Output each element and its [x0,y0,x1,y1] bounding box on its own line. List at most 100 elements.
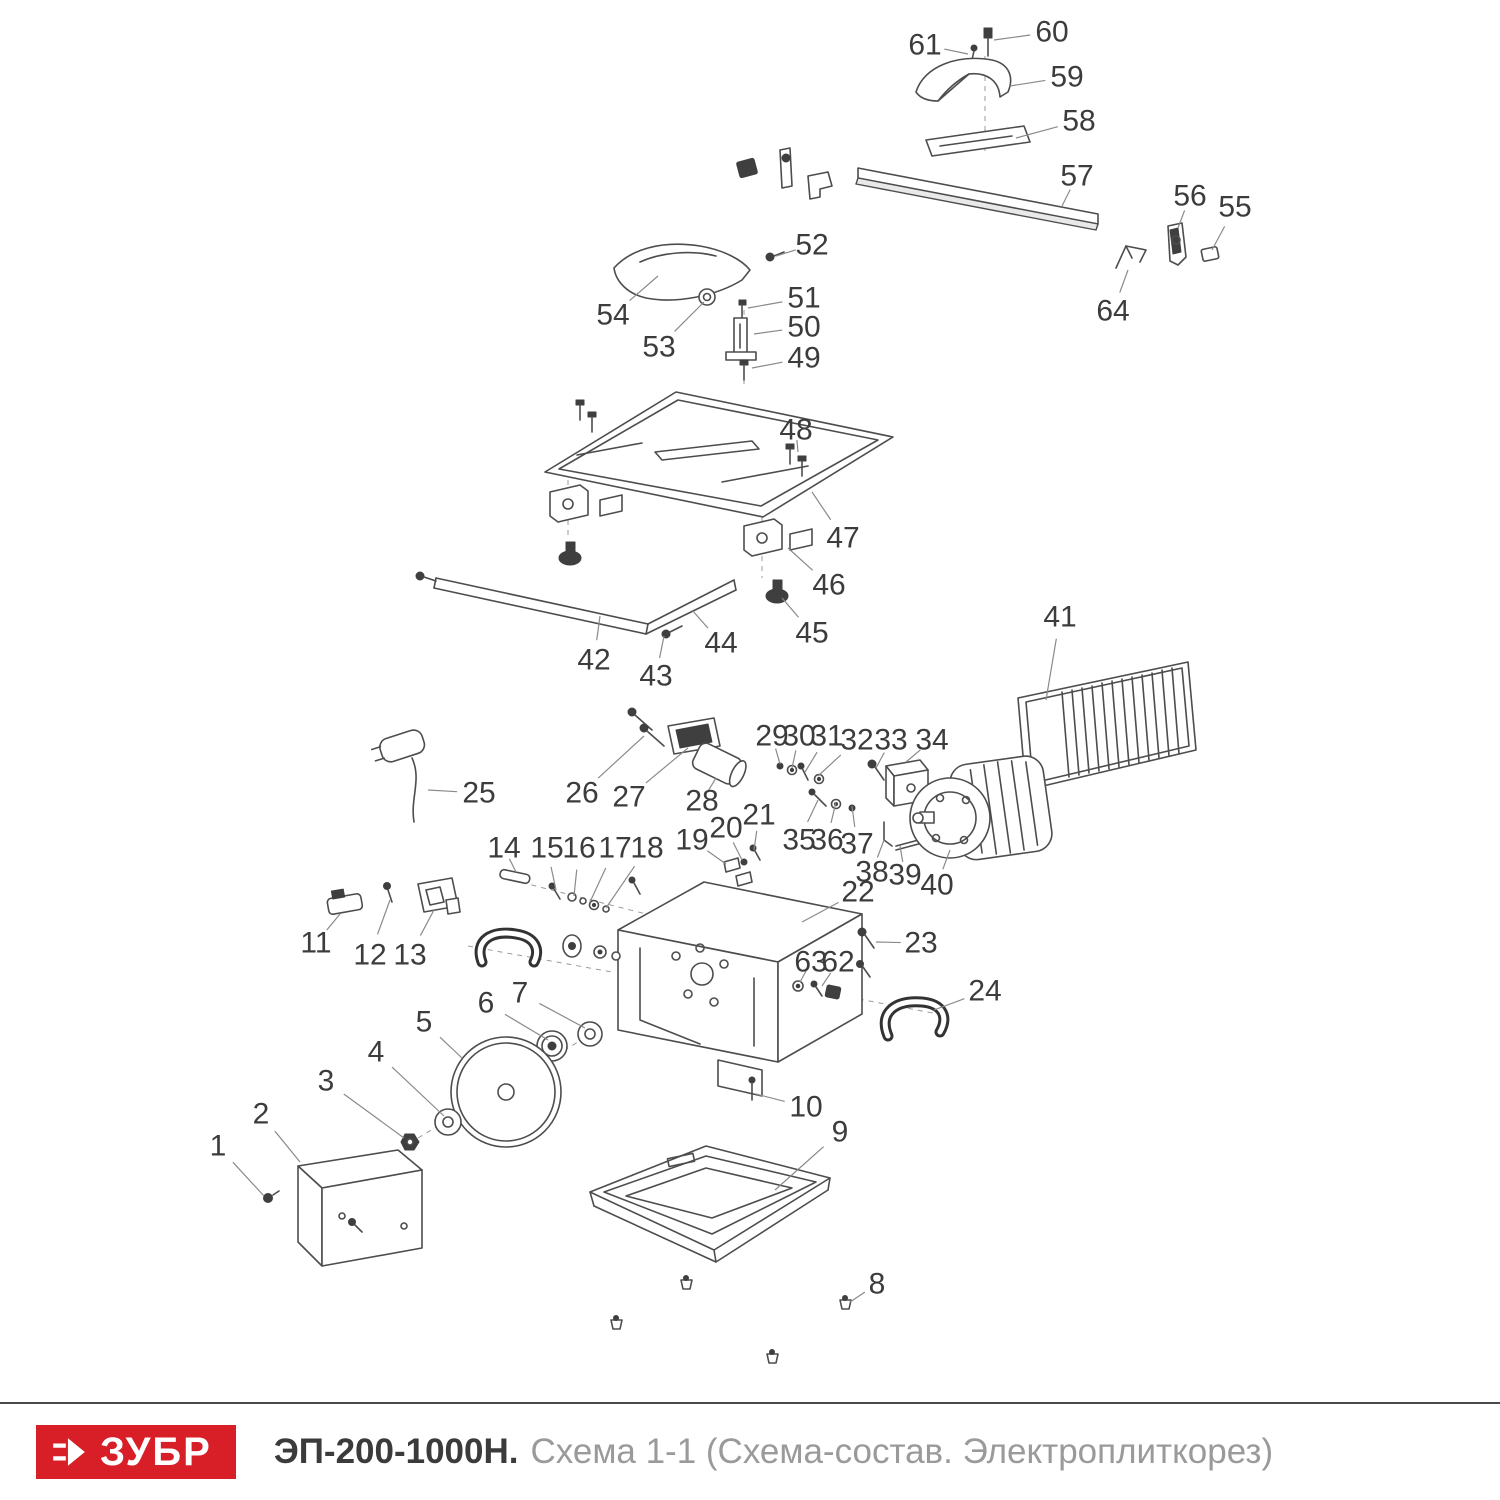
leader-line-48 [796,439,799,453]
part-label-27: 27 [612,781,645,814]
part-label-7: 7 [512,977,529,1010]
part-splitter-plate [925,125,1031,157]
part-label-46: 46 [812,569,845,602]
part-label-15: 15 [530,832,563,865]
leader-line-56 [1177,210,1186,229]
part-rubber-feet [610,1275,852,1364]
part-label-60: 60 [1035,16,1068,49]
part-label-34: 34 [915,724,948,757]
leader-line-47 [811,491,832,521]
part-label-37: 37 [840,828,873,861]
part-screws-23 [856,927,875,978]
leader-line-50 [753,329,783,335]
leader-line-64 [1119,269,1129,293]
part-table-top [544,391,894,518]
part-hardware-62-63 [792,980,842,1000]
leader-line-53 [674,301,705,332]
part-label-54: 54 [596,299,629,332]
part-left-handle [474,927,543,968]
part-label-19: 19 [675,824,708,857]
leader-line-57 [1061,189,1071,207]
leader-line-38 [876,839,885,858]
leader-line-60 [993,34,1031,41]
part-label-6: 6 [478,987,495,1020]
leader-line-4 [391,1066,445,1117]
leader-line-5 [439,1036,463,1059]
part-label-33: 33 [874,724,907,757]
brand-logo: ЗУБР [36,1425,236,1479]
part-label-53: 53 [642,331,675,364]
part-guide-rail [855,167,1099,231]
part-screws-26 [627,707,665,747]
part-power-plug [370,729,426,823]
leader-line-24 [933,998,965,1011]
leader-line-15 [550,866,557,891]
footer: ЗУБР ЭП-200-1000Н. Схема 1-1 (Схема-соста… [0,1402,1500,1500]
part-clips-19-21 [723,844,761,887]
leader-line-29 [775,748,781,765]
leader-line-26 [597,735,645,779]
leader-line-25 [427,789,458,793]
leader-line-28 [707,777,717,791]
part-cutting-blade [450,1036,562,1148]
leader-line-44 [691,609,709,629]
part-label-14: 14 [487,832,520,865]
leader-line-58 [1015,126,1058,139]
part-label-8: 8 [869,1268,886,1301]
part-capacitor [691,742,747,788]
model-name: ЭП-200-1000Н. [273,1432,519,1471]
part-screw-60 [983,27,993,57]
leader-line-2 [274,1130,301,1163]
part-label-50: 50 [787,311,820,344]
part-label-25: 25 [462,777,495,810]
part-label-31: 31 [810,720,843,753]
leader-line-18 [605,865,636,909]
part-angle-stop-bracket [1167,222,1187,266]
part-label-59: 59 [1050,61,1083,94]
leader-line-1 [232,1161,265,1197]
leader-line-14 [508,858,517,873]
leader-line-40 [942,849,951,870]
part-label-28: 28 [685,785,718,818]
part-carry-handle [879,996,950,1042]
part-bracket-50 [725,317,757,361]
leader-line-22 [801,901,839,923]
part-label-58: 58 [1062,105,1095,138]
leader-line-35 [807,799,819,823]
leader-line-46 [787,547,814,571]
leader-line-42 [596,615,601,641]
leader-line-10 [755,1093,785,1103]
leader-line-33 [875,752,885,769]
part-shaft-pin-14 [499,868,531,885]
part-label-29: 29 [755,720,788,753]
part-label-24: 24 [968,975,1001,1008]
part-label-44: 44 [704,627,737,660]
part-label-23: 23 [904,927,937,960]
part-label-1: 1 [210,1130,227,1163]
part-label-18: 18 [630,832,663,865]
part-label-41: 41 [1043,601,1076,634]
part-label-5: 5 [416,1006,433,1039]
part-label-48: 48 [779,414,812,447]
leader-line-43 [659,635,665,659]
leader-line-17 [589,867,607,903]
part-label-13: 13 [393,939,426,972]
part-label-45: 45 [795,617,828,650]
leader-line-6 [504,1013,549,1041]
part-label-62: 62 [821,946,854,979]
drawing-layer [263,27,1220,1364]
part-label-16: 16 [562,832,595,865]
part-label-42: 42 [577,644,610,677]
zubr-logo-icon [50,1433,88,1471]
schema-subtitle: Схема 1-1 (Схема-состав. Электроплиткоре… [530,1432,1274,1471]
part-fasteners-29-32 [776,762,825,785]
leader-line-39 [899,845,904,863]
part-upper-blade-guard [915,57,1012,102]
part-screw-12 [383,882,393,903]
part-label-40: 40 [920,869,953,902]
leader-line-7 [539,1002,586,1029]
leader-line-19 [706,850,727,865]
part-screw-52 [765,251,785,262]
